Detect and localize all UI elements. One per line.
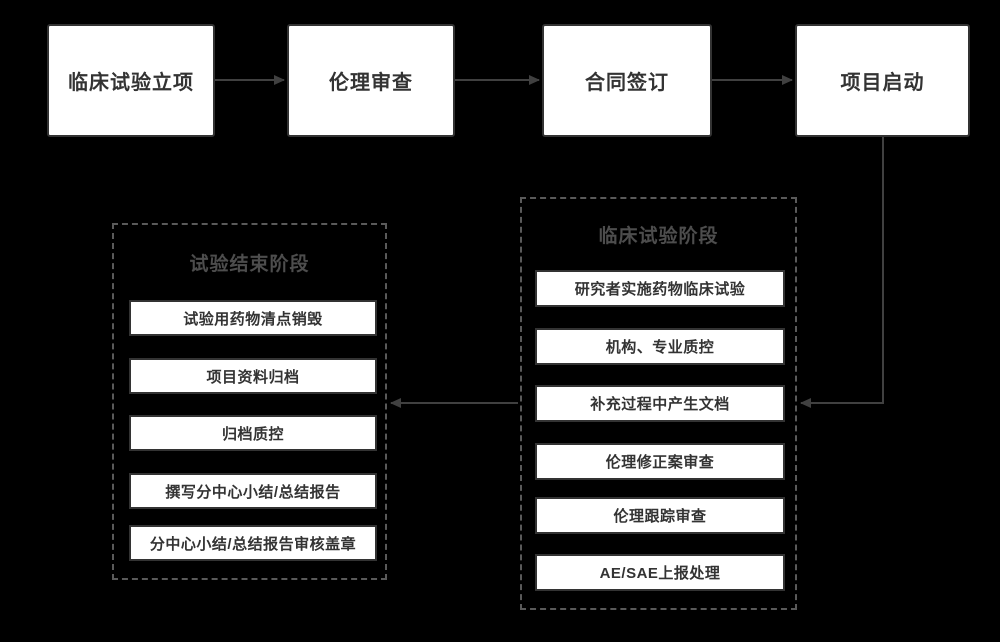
trial-step-ethics-follow-up-review: 伦理跟踪审查 xyxy=(535,497,785,534)
flow-box-contract-signing: 合同签订 xyxy=(542,24,712,137)
end-step-archive-qc: 归档质控 xyxy=(129,415,377,451)
end-phase-title: 试验结束阶段 xyxy=(189,254,310,275)
end-step-drug-inventory-destruction: 试验用药物清点销毁 xyxy=(129,300,377,336)
end-step-write-summary-report: 撰写分中心小结/总结报告 xyxy=(129,473,377,509)
end-step-project-archiving: 项目资料归档 xyxy=(129,358,377,394)
flow-box-ethics-review: 伦理审查 xyxy=(287,24,455,137)
flow-box-project-launch: 项目启动 xyxy=(795,24,970,137)
end-step-report-review-stamp: 分中心小结/总结报告审核盖章 xyxy=(129,525,377,561)
trial-step-supplement-process-documents: 补充过程中产生文档 xyxy=(535,385,785,422)
trial-phase-container: 临床试验阶段 研究者实施药物临床试验 机构、专业质控 补充过程中产生文档 伦理修… xyxy=(520,197,797,610)
arrow-launch-to-trial-phase xyxy=(800,137,884,408)
trial-step-investigator-conducts-trial: 研究者实施药物临床试验 xyxy=(535,270,785,307)
end-phase-container: 试验结束阶段 试验用药物清点销毁 项目资料归档 归档质控 撰写分中心小结/总结报… xyxy=(112,223,387,580)
flow-box-clinical-trial-initiation: 临床试验立项 xyxy=(47,24,215,137)
trial-step-institution-specialty-qc: 机构、专业质控 xyxy=(535,328,785,365)
trial-phase-title: 临床试验阶段 xyxy=(598,226,719,247)
trial-step-ae-sae-reporting: AE/SAE上报处理 xyxy=(535,554,785,591)
trial-step-ethics-amendment-review: 伦理修正案审查 xyxy=(535,443,785,480)
